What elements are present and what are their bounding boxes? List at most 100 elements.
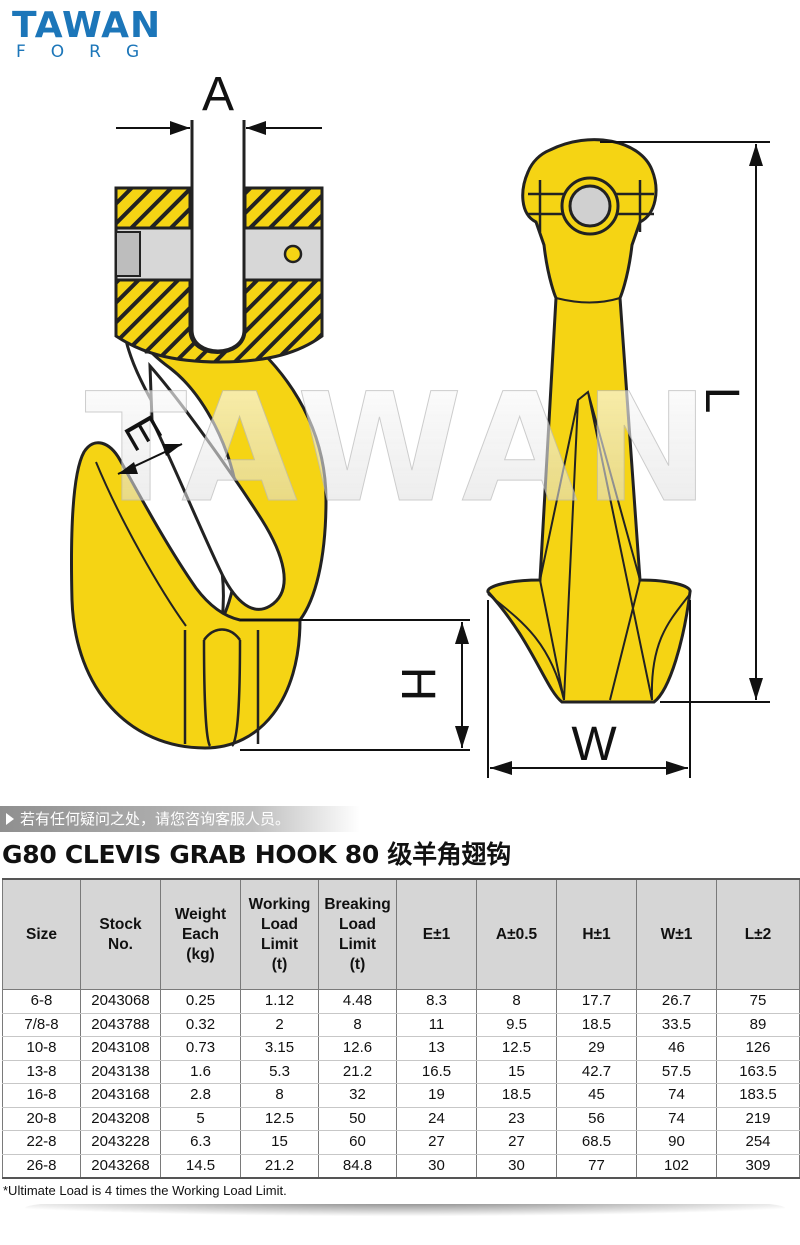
table-cell: 2043138 [80, 1060, 161, 1084]
table-cell: 9.5 [476, 1013, 557, 1037]
hook-side-view [70, 120, 328, 750]
table-cell: 60 [318, 1130, 397, 1155]
brand-logo: TAWAN FORG [12, 5, 172, 62]
table-cell: 7/8-8 [2, 1013, 81, 1037]
column-header-line: Load [338, 915, 377, 933]
table-cell: 5.3 [240, 1060, 319, 1084]
table-cell: 1.6 [160, 1060, 241, 1084]
table-cell: 5 [160, 1107, 241, 1131]
table-cell: 32 [318, 1083, 397, 1108]
table-cell: 163.5 [716, 1060, 800, 1084]
column-header: W±1 [636, 878, 717, 990]
table-cell: 89 [716, 1013, 800, 1037]
table-cell: 17.7 [556, 989, 637, 1014]
table-cell: 90 [636, 1130, 717, 1155]
table-cell: 42.7 [556, 1060, 637, 1084]
product-title: G80 CLEVIS GRAB HOOK 80 级羊角翅钩 [2, 840, 511, 869]
table-cell: 29 [556, 1036, 637, 1061]
table-cell: 15 [240, 1130, 319, 1155]
table-cell: 56 [556, 1107, 637, 1131]
table-cell: 18.5 [476, 1083, 557, 1108]
column-header-line: No. [108, 935, 133, 953]
table-cell: 16-8 [2, 1083, 81, 1108]
table-cell: 68.5 [556, 1130, 637, 1155]
column-header-line: (t) [349, 955, 366, 973]
table-cell: 1.12 [240, 989, 319, 1014]
table-cell: 8 [476, 989, 557, 1014]
column-header-line: H±1 [582, 925, 611, 943]
table-cell: 30 [476, 1154, 557, 1179]
table-cell: 12.5 [476, 1036, 557, 1061]
table-cell: 26.7 [636, 989, 717, 1014]
dimension-label-h: H [391, 667, 444, 702]
table-cell: 2.8 [160, 1083, 241, 1108]
column-header-line: Breaking [324, 895, 391, 913]
table-cell: 219 [716, 1107, 800, 1131]
table-cell: 84.8 [318, 1154, 397, 1179]
column-header-line: (t) [271, 955, 288, 973]
table-cell: 2043168 [80, 1083, 161, 1108]
dimension-lines [116, 121, 770, 778]
column-header-line: L±2 [744, 925, 772, 943]
column-header: Size [2, 878, 81, 990]
column-header: A±0.5 [476, 878, 557, 990]
table-cell: 30 [396, 1154, 477, 1179]
dimension-label-w: W [571, 718, 617, 771]
clevis-gap [190, 120, 246, 353]
column-header: L±2 [716, 878, 800, 990]
table-cell: 23 [476, 1107, 557, 1131]
table-cell: 27 [476, 1130, 557, 1155]
table-cell: 254 [716, 1130, 800, 1155]
table-cell: 46 [636, 1036, 717, 1061]
column-header-line: Working [248, 895, 311, 913]
column-header-line: Load [260, 915, 299, 933]
table-cell: 50 [318, 1107, 397, 1131]
table-cell: 8 [318, 1013, 397, 1037]
table-cell: 74 [636, 1107, 717, 1131]
notice-text: 若有任何疑问之处，请您咨询客服人员。 [20, 810, 291, 828]
pin-head [115, 231, 141, 277]
footnote: *Ultimate Load is 4 times the Working Lo… [3, 1183, 287, 1198]
hook-bowl [70, 441, 302, 750]
drop-shadow [25, 1204, 785, 1222]
table-cell: 12.6 [318, 1036, 397, 1061]
table-cell: 0.25 [160, 989, 241, 1014]
column-header: H±1 [556, 878, 637, 990]
dimension-label-l: L [695, 387, 748, 414]
table-cell: 21.2 [318, 1060, 397, 1084]
table-cell: 126 [716, 1036, 800, 1061]
table-cell: 14.5 [160, 1154, 241, 1179]
dimension-label-a: A [202, 68, 234, 121]
column-header-line: Limit [260, 935, 299, 953]
table-cell: 4.48 [318, 989, 397, 1014]
column-header-line: Limit [338, 935, 377, 953]
table-cell: 24 [396, 1107, 477, 1131]
table-cell: 15 [476, 1060, 557, 1084]
brand-name: TAWAN [12, 5, 162, 46]
customer-service-notice: 若有任何疑问之处，请您咨询客服人员。 [0, 806, 360, 832]
table-cell: 2043268 [80, 1154, 161, 1179]
table-cell: 6.3 [160, 1130, 241, 1155]
table-cell: 18.5 [556, 1013, 637, 1037]
table-cell: 26-8 [2, 1154, 81, 1179]
column-header-line: W±1 [660, 925, 693, 943]
table-cell: 27 [396, 1130, 477, 1155]
column-header-line: E±1 [422, 925, 451, 943]
hook-slot [148, 361, 286, 611]
hook-front-view [486, 138, 692, 704]
column-header-line: Size [25, 925, 57, 943]
hook-rib [183, 628, 260, 747]
table-cell: 0.73 [160, 1036, 241, 1061]
watermark-text: TAWAN [85, 362, 715, 536]
table-cell: 16.5 [396, 1060, 477, 1084]
table-cell: 77 [556, 1154, 637, 1179]
